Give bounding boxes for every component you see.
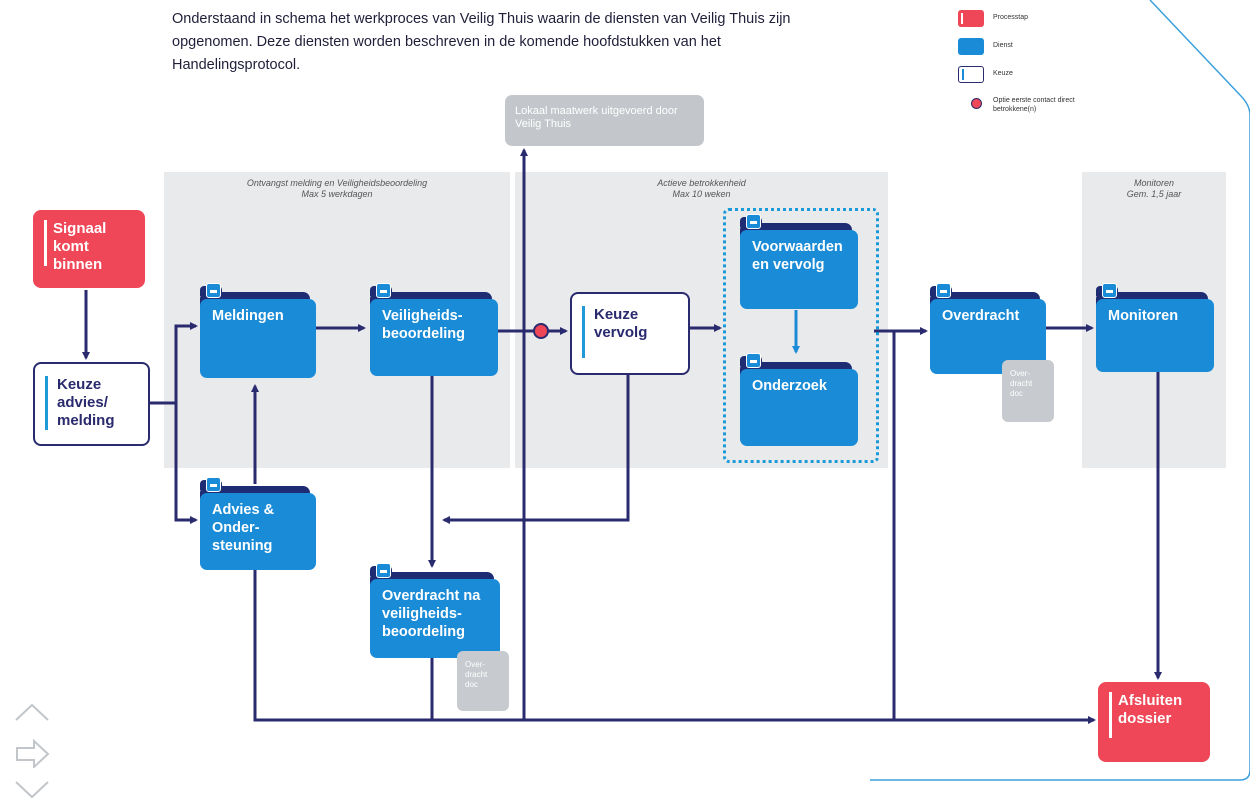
line-bottom <box>253 568 1096 724</box>
node-overdracht: Overdracht <box>930 283 1046 374</box>
meldingen-label: Meldingen <box>212 308 284 324</box>
legend-keuze-label: Keuze <box>993 70 1013 77</box>
legend: Processtap Dienst Keuze Optie eerste con… <box>958 10 1118 130</box>
overdracht-na-doc: Over-dracht doc <box>457 651 509 711</box>
arrow-right-icon[interactable] <box>14 738 54 768</box>
node-voorwaarden-en-vervolg: Voorwaarden en vervolg <box>740 214 858 309</box>
overdracht-label: Overdracht <box>942 308 1020 324</box>
legend-dienst-label: Dienst <box>993 42 1013 49</box>
optie-dot-flow <box>533 323 549 339</box>
legend-optie-label: Optie eerste contact direct betrokkene(n… <box>993 97 1075 113</box>
lane-ontvangst-subtitle: Max 5 werkdagen <box>301 189 373 199</box>
veilig-thuis-logo-icon <box>936 283 951 298</box>
lane-monitoren-title: Monitoren <box>1133 178 1175 188</box>
lane-actieve-title: Actieve betrokkenheid <box>657 178 746 188</box>
afsluiten-label: Afsluiten dossier <box>1118 692 1183 727</box>
node-veiligheidsbeoordeling: Veiligheids-beoordeling <box>370 283 498 376</box>
overdracht-na-label: Overdracht na veiligheids-beoordeling <box>382 588 481 640</box>
veilig-thuis-logo-icon <box>206 477 221 492</box>
veilig-thuis-logo-icon <box>206 283 221 298</box>
node-advies-ondersteuning: Advies & Onder-steuning <box>200 477 316 570</box>
lane-ontvangst-title: Ontvangst melding en Veiligheidsbeoordel… <box>246 178 428 188</box>
chevron-down-icon[interactable] <box>12 776 52 806</box>
veiligheid-label: Veiligheids-beoordeling <box>382 308 465 342</box>
arrow-to-meldingen <box>174 322 198 403</box>
veilig-thuis-logo-icon <box>376 283 391 298</box>
voorwaarden-label: Voorwaarden en vervolg <box>752 239 843 273</box>
veilig-thuis-logo-icon <box>746 353 761 368</box>
node-monitoren: Monitoren <box>1096 283 1214 372</box>
legend-processtap-label: Processtap <box>993 14 1029 21</box>
keuze-bar <box>45 376 48 430</box>
processtap-bar <box>44 220 47 266</box>
processtap-bar <box>1109 692 1112 738</box>
node-meldingen: Meldingen <box>200 283 316 378</box>
veilig-thuis-logo-icon <box>746 214 761 229</box>
overdracht-doc: Over-dracht doc <box>1002 360 1054 422</box>
node-keuze-vervolg: Keuze vervolg <box>570 292 690 375</box>
onderzoek-label: Onderzoek <box>752 378 827 394</box>
veilig-thuis-logo-icon <box>376 563 391 578</box>
monitoren-label: Monitoren <box>1108 308 1179 324</box>
lokaal-maatwerk-label: Lokaal maatwerk uitgevoerd door Veilig T… <box>515 105 678 130</box>
arrow-to-advies <box>174 403 198 524</box>
chevron-up-icon[interactable] <box>12 700 52 730</box>
signaal-label: Signaal komt binnen <box>53 220 107 273</box>
keuze-advies-label: Keuze advies/ melding <box>57 376 115 429</box>
keuze-vervolg-label: Keuze vervolg <box>594 306 648 341</box>
actieve-betrokkenheid-group <box>723 208 879 463</box>
overdracht-na-doc-label: Over-dracht doc <box>465 660 488 689</box>
node-keuze-advies-melding: Keuze advies/ melding <box>33 362 150 446</box>
lane-actieve-subtitle: Max 10 weken <box>672 189 731 199</box>
lane-actieve-caption: Actieve betrokkenheid Max 10 weken <box>515 178 888 200</box>
node-onderzoek: Onderzoek <box>740 353 858 446</box>
lane-monitoren-caption: Monitoren Gem. 1,5 jaar <box>1082 178 1226 200</box>
lane-monitoren-subtitle: Gem. 1,5 jaar <box>1126 189 1182 199</box>
node-overdracht-na-veiligheidsbeoordeling: Overdracht na veiligheids-beoordeling <box>370 563 500 658</box>
page-border-top <box>870 0 1250 781</box>
node-afsluiten-dossier: Afsluiten dossier <box>1098 682 1210 762</box>
lokaal-maatwerk-box: Lokaal maatwerk uitgevoerd door Veilig T… <box>505 95 704 146</box>
line-keuze-down <box>448 374 630 522</box>
node-signaal-komt-binnen: Signaal komt binnen <box>33 210 145 288</box>
veilig-thuis-logo-icon <box>1102 283 1117 298</box>
keuze-bar <box>582 306 585 358</box>
lane-ontvangst-caption: Ontvangst melding en Veiligheidsbeoordel… <box>164 178 510 200</box>
advies-label: Advies & Onder-steuning <box>212 502 275 554</box>
overdracht-doc-label: Over-dracht doc <box>1010 369 1033 398</box>
intro-text: Onderstaand in schema het werkproces van… <box>172 11 791 73</box>
